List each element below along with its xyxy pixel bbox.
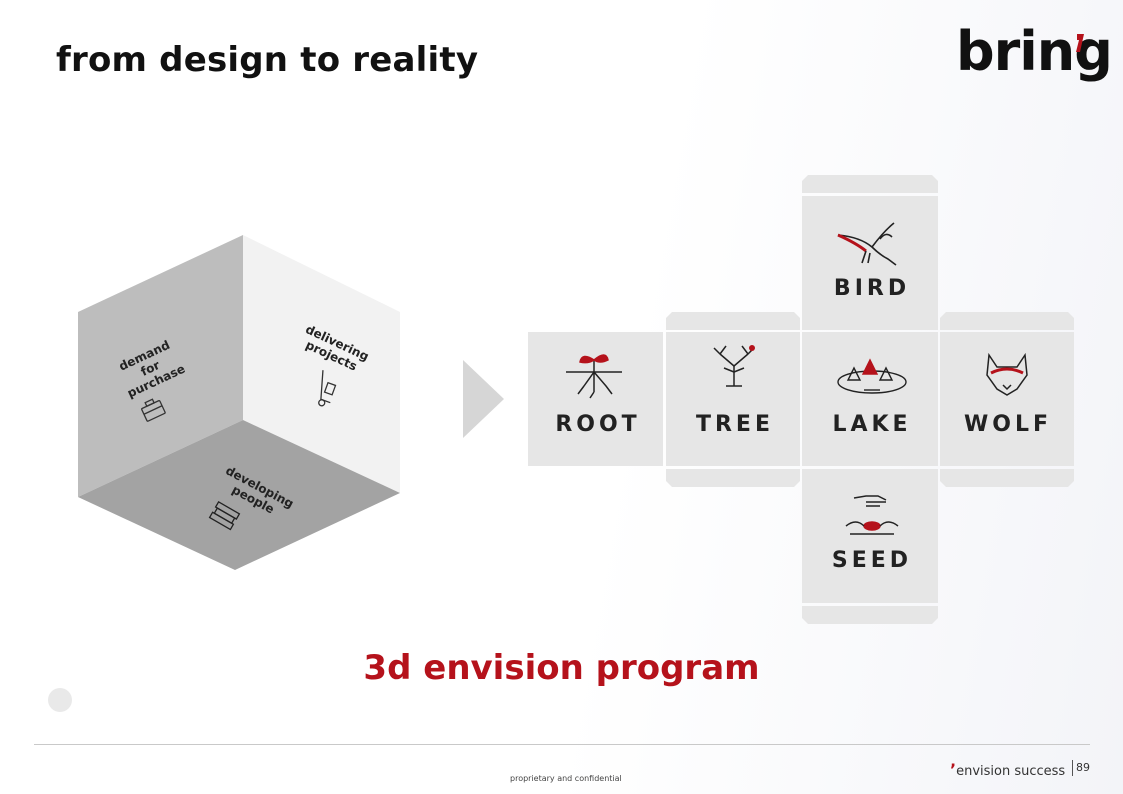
net-tab-wolf-bottom — [940, 469, 1074, 487]
cube-net: BIRD ROOT TREE LAKE WOLF SEED — [528, 175, 1074, 624]
hand-seed-icon — [845, 495, 899, 535]
net-label-bird: BIRD — [834, 276, 910, 301]
sprout-root-icon — [566, 354, 622, 399]
footer-confidential: proprietary and confidential — [510, 774, 622, 783]
net-label-root: ROOT — [555, 412, 640, 437]
net-panel-wolf — [940, 332, 1074, 466]
net-panel-root — [528, 332, 663, 466]
bird-icon — [837, 222, 897, 266]
logo-apostrophe-icon — [1076, 34, 1084, 52]
bring-logo: bring — [956, 20, 1113, 83]
net-panel-lake — [802, 332, 938, 466]
cube: demand for purchase delivering projects … — [78, 235, 400, 570]
footer-tagline-text: envision success — [956, 764, 1066, 779]
net-label-lake: LAKE — [832, 412, 911, 437]
net-label-wolf: WOLF — [964, 412, 1052, 437]
page-number: 89 — [1072, 760, 1090, 776]
arrow-right-icon — [463, 360, 504, 438]
footer-divider — [34, 744, 1090, 745]
cube-face-right — [243, 235, 400, 493]
tagline-apostrophe-icon: ’ — [950, 760, 957, 779]
books-icon — [208, 500, 241, 531]
net-tab-top — [802, 175, 938, 193]
net-tab-tree-top — [666, 312, 800, 330]
cube-face-left — [78, 235, 243, 497]
net-label-seed: SEED — [832, 548, 912, 573]
wolf-icon — [986, 352, 1028, 396]
net-label-tree: TREE — [696, 412, 774, 437]
cube-face-bottom — [78, 420, 400, 570]
decorative-dot — [48, 688, 72, 712]
footer-tagline: ’envision success — [950, 760, 1065, 779]
program-subtitle: 3d envision program — [363, 648, 760, 688]
net-panel-bird — [802, 196, 938, 330]
lake-icon — [837, 358, 907, 394]
net-tab-tree-bottom — [666, 469, 800, 487]
net-panel-seed — [802, 469, 938, 603]
briefcase-icon — [141, 398, 166, 422]
net-panel-tree — [666, 332, 800, 466]
slide-title: from design to reality — [56, 40, 479, 80]
hand-truck-icon — [318, 370, 337, 407]
net-tab-bottom — [802, 606, 938, 624]
net-tab-wolf-top — [940, 312, 1074, 330]
tree-icon — [713, 345, 755, 387]
